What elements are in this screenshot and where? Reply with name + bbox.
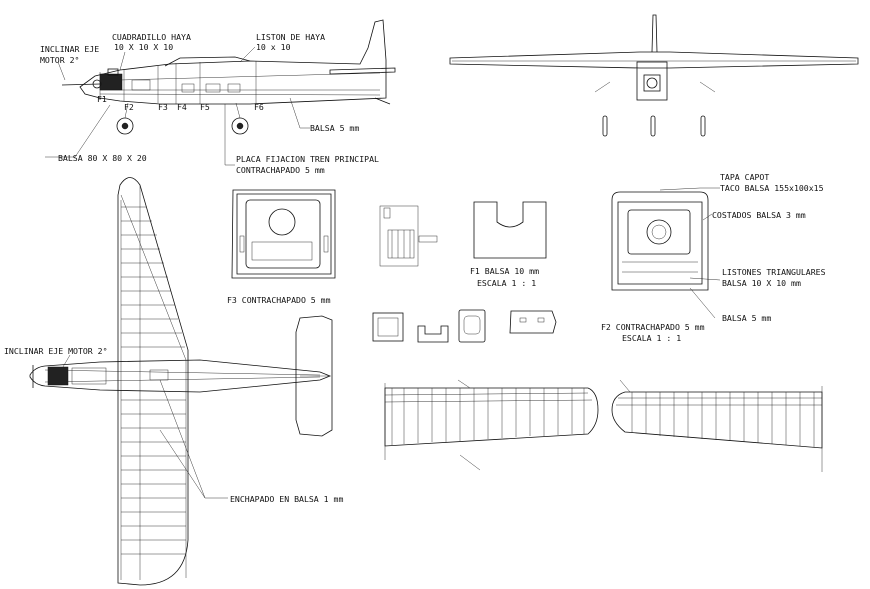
label-placa: PLACA FIJACION TREN PRINCIPAL — [236, 154, 379, 164]
label-f2-balsa: BALSA 5 mm — [722, 313, 771, 323]
side-view — [61, 19, 396, 135]
label-listones-size: BALSA 10 X 10 mm — [722, 278, 801, 288]
label-balsa-5: BALSA 5 mm — [310, 123, 359, 133]
label-enchapado: ENCHAPADO EN BALSA 1 mm — [230, 494, 343, 504]
label-liston-size: 10 x 10 — [256, 42, 291, 52]
top-view — [29, 177, 333, 586]
label-cuadradillo: CUADRADILLO HAYA — [112, 32, 191, 42]
f3-caption: F3 CONTRACHAPADO 5 mm — [227, 295, 331, 305]
f3-former — [231, 189, 336, 279]
label-cuadradillo-size: 10 X 10 X 10 — [114, 42, 173, 52]
f1-former — [473, 201, 547, 259]
label-motor-2: MOTOR 2° — [40, 55, 79, 65]
f2-caption: F2 CONTRACHAPADO 5 mm — [601, 322, 705, 332]
f1-scale: ESCALA 1 : 1 — [477, 278, 536, 288]
f1-caption: F1 BALSA 10 mm — [470, 266, 539, 276]
label-listones: LISTONES TRIANGULARES — [722, 267, 826, 277]
label-inclinar-eje: INCLINAR EJE — [40, 44, 99, 54]
f2-former — [611, 187, 721, 319]
front-view — [449, 14, 859, 137]
former-label-f2: F2 — [124, 102, 134, 112]
former-label-f4: F4 — [177, 102, 187, 112]
former-label-f6: F6 — [254, 102, 264, 112]
label-placa-material: CONTRACHAPADO 5 mm — [236, 165, 325, 175]
label-inclinar-eje-motor: INCLINAR EJE MOTOR 2° — [4, 346, 108, 356]
small-detail-parts — [372, 205, 557, 343]
wing-panel-left — [384, 379, 599, 471]
former-label-f5: F5 — [200, 102, 210, 112]
label-liston: LISTON DE HAYA — [256, 32, 325, 42]
former-label-f1: F1 — [97, 94, 107, 104]
label-costados: COSTADOS BALSA 3 mm — [712, 210, 806, 220]
former-label-f3: F3 — [158, 102, 168, 112]
label-tapa-capot: TAPA CAPOT — [720, 172, 769, 182]
f2-scale: ESCALA 1 : 1 — [622, 333, 681, 343]
wing-panel-right — [611, 379, 823, 472]
label-balsa-80: BALSA 80 X 80 X 20 — [58, 153, 147, 163]
side-view-leaders — [45, 46, 310, 166]
label-taco-balsa: TACO BALSA 155x100x15 — [720, 183, 824, 193]
